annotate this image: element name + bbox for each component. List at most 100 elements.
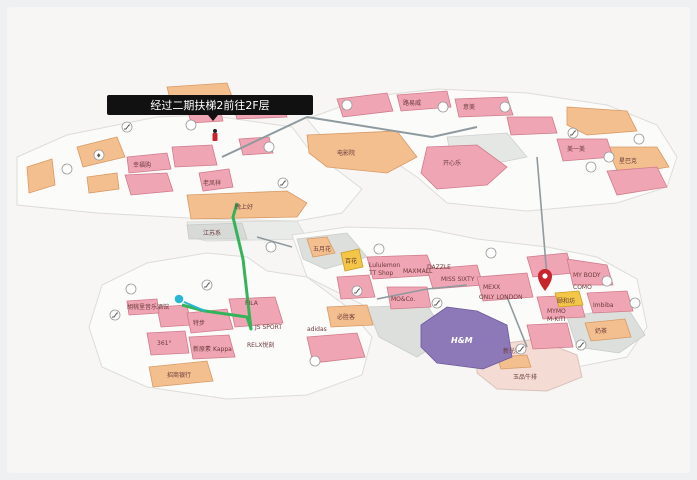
walkways [221,116,548,348]
walkway-link-4 [536,156,548,278]
label-store: 颐和坊 [557,297,575,305]
store-yellow-2[interactable] [554,290,584,308]
store-pink-31 [126,298,160,316]
restroom-icon [309,355,321,367]
store-pink-4 [198,168,234,192]
store-peach-10 [326,304,374,328]
label-store: 晚上好 [235,203,253,211]
restroom-icon [61,163,73,175]
walkway-link-1 [221,116,308,158]
label-store: MY BODY [573,272,601,279]
store-pink-24 [526,322,574,350]
label-store: 开心乐 [443,160,461,167]
store-pink-2 [124,172,174,196]
store-pink-17 [476,272,534,302]
label-store: 招商银行 [167,371,191,379]
label-store: 玉品牛排 [513,373,537,381]
label-store: 新光物 [503,347,521,355]
escalator-icon [567,127,579,139]
label-store: 路易威 [403,99,421,107]
store-pink-30 [306,332,366,364]
label-store: 意美 [463,103,475,111]
store-peach-7 [566,106,638,136]
store-pink-14 [606,166,668,196]
store-peach-1 [26,158,56,194]
escalator-icon [431,297,443,309]
label-store: 百花 [345,257,357,265]
escalator-icon [277,177,289,189]
label-store: M-KITI [547,316,566,323]
restroom-icon [373,243,385,255]
store-pink-8 [336,92,394,118]
start-marker-icon[interactable] [173,293,185,305]
store-pink-26 [186,308,234,334]
label-store: FILA [245,300,259,307]
label-store: 特步 [193,319,205,327]
walkway-link-7 [376,284,468,300]
walkway-link-6 [256,236,293,248]
restroom-icon [265,241,277,253]
label-store: MYMO [547,308,566,315]
label-store: MO&Co. [391,296,415,303]
restroom-icon [603,151,615,163]
label-store: adidas [307,326,327,333]
walkway-link-5 [506,296,528,348]
store-pink-27 [228,296,284,328]
label-store: MEXX [483,284,500,291]
tooltip-box [107,95,313,115]
store-pink-29 [188,334,236,360]
label-store: JS SPORT [254,324,282,331]
store-pink-1 [126,152,172,174]
zone-gray-4 [186,222,248,240]
label-store: TT Shop [368,270,393,277]
mall-map[interactable]: 幸福购 老凤祥 晚上好 江苏系 电影院 Lululemon TT Shop MA… [7,7,690,473]
store-peach-3 [86,172,120,194]
store-pink-21 [566,258,614,286]
escalator-icon [351,285,363,297]
store-pink-19 [386,286,432,310]
store-pink-3 [171,144,218,168]
store-peach-12 [584,318,632,342]
store-labels: 幸福购 老凤祥 晚上好 江苏系 电影院 Lululemon TT Shop MA… [127,99,637,381]
map-canvas[interactable]: 幸福购 老凤祥 晚上好 江苏系 电影院 Lululemon TT Shop MA… [7,7,690,473]
label-store: 幸福购 [133,161,151,169]
store-pink-12 [420,144,508,190]
svg-text:♦: ♦ [96,153,101,160]
location-pin-icon[interactable] [538,269,552,291]
label-store: 江苏系 [203,229,221,237]
escalator-icon [201,279,213,291]
restroom-icon [601,275,613,287]
restroom-icon [125,283,137,295]
store-peach-9 [306,236,336,258]
gray-zones [186,132,646,358]
walkway-link-2 [306,116,433,138]
restroom-icon [341,99,353,111]
restroom-icon [437,101,449,113]
label-store: 奶茶 [595,327,607,335]
label-store-hm: H&M [451,336,473,345]
label-store: 星巴克 [619,157,637,165]
store-yellow-1[interactable] [340,248,364,272]
label-store: 美一美 [567,145,585,153]
label-store: 胡桃里音乐酒馆 [127,303,169,311]
restroom-icon [633,133,645,145]
store-hm[interactable] [420,306,513,370]
walkway-link-3 [431,126,478,138]
restroom-icon [629,297,641,309]
store-pink-28 [146,330,190,356]
store-peach-11 [148,360,214,388]
tooltip-pointer [208,115,218,121]
restroom-icon: ♦ [93,149,105,161]
store-pink-9 [396,90,452,112]
label-store: 老凤祥 [203,179,221,187]
label-store: 361° [157,340,171,347]
label-store: MAXMALL [403,268,433,275]
restroom-icon [185,119,197,131]
route-instruction-tooltip: 经过二期扶梯2前往2F层 [107,95,313,121]
restroom-icon [263,141,275,153]
label-store: 五月花 [313,245,331,253]
label-store: DAZZLE [427,264,451,271]
route-instruction-text: 经过二期扶梯2前往2F层 [150,98,269,112]
label-store: 电影院 [337,149,355,157]
label-store: COMO [573,284,592,291]
